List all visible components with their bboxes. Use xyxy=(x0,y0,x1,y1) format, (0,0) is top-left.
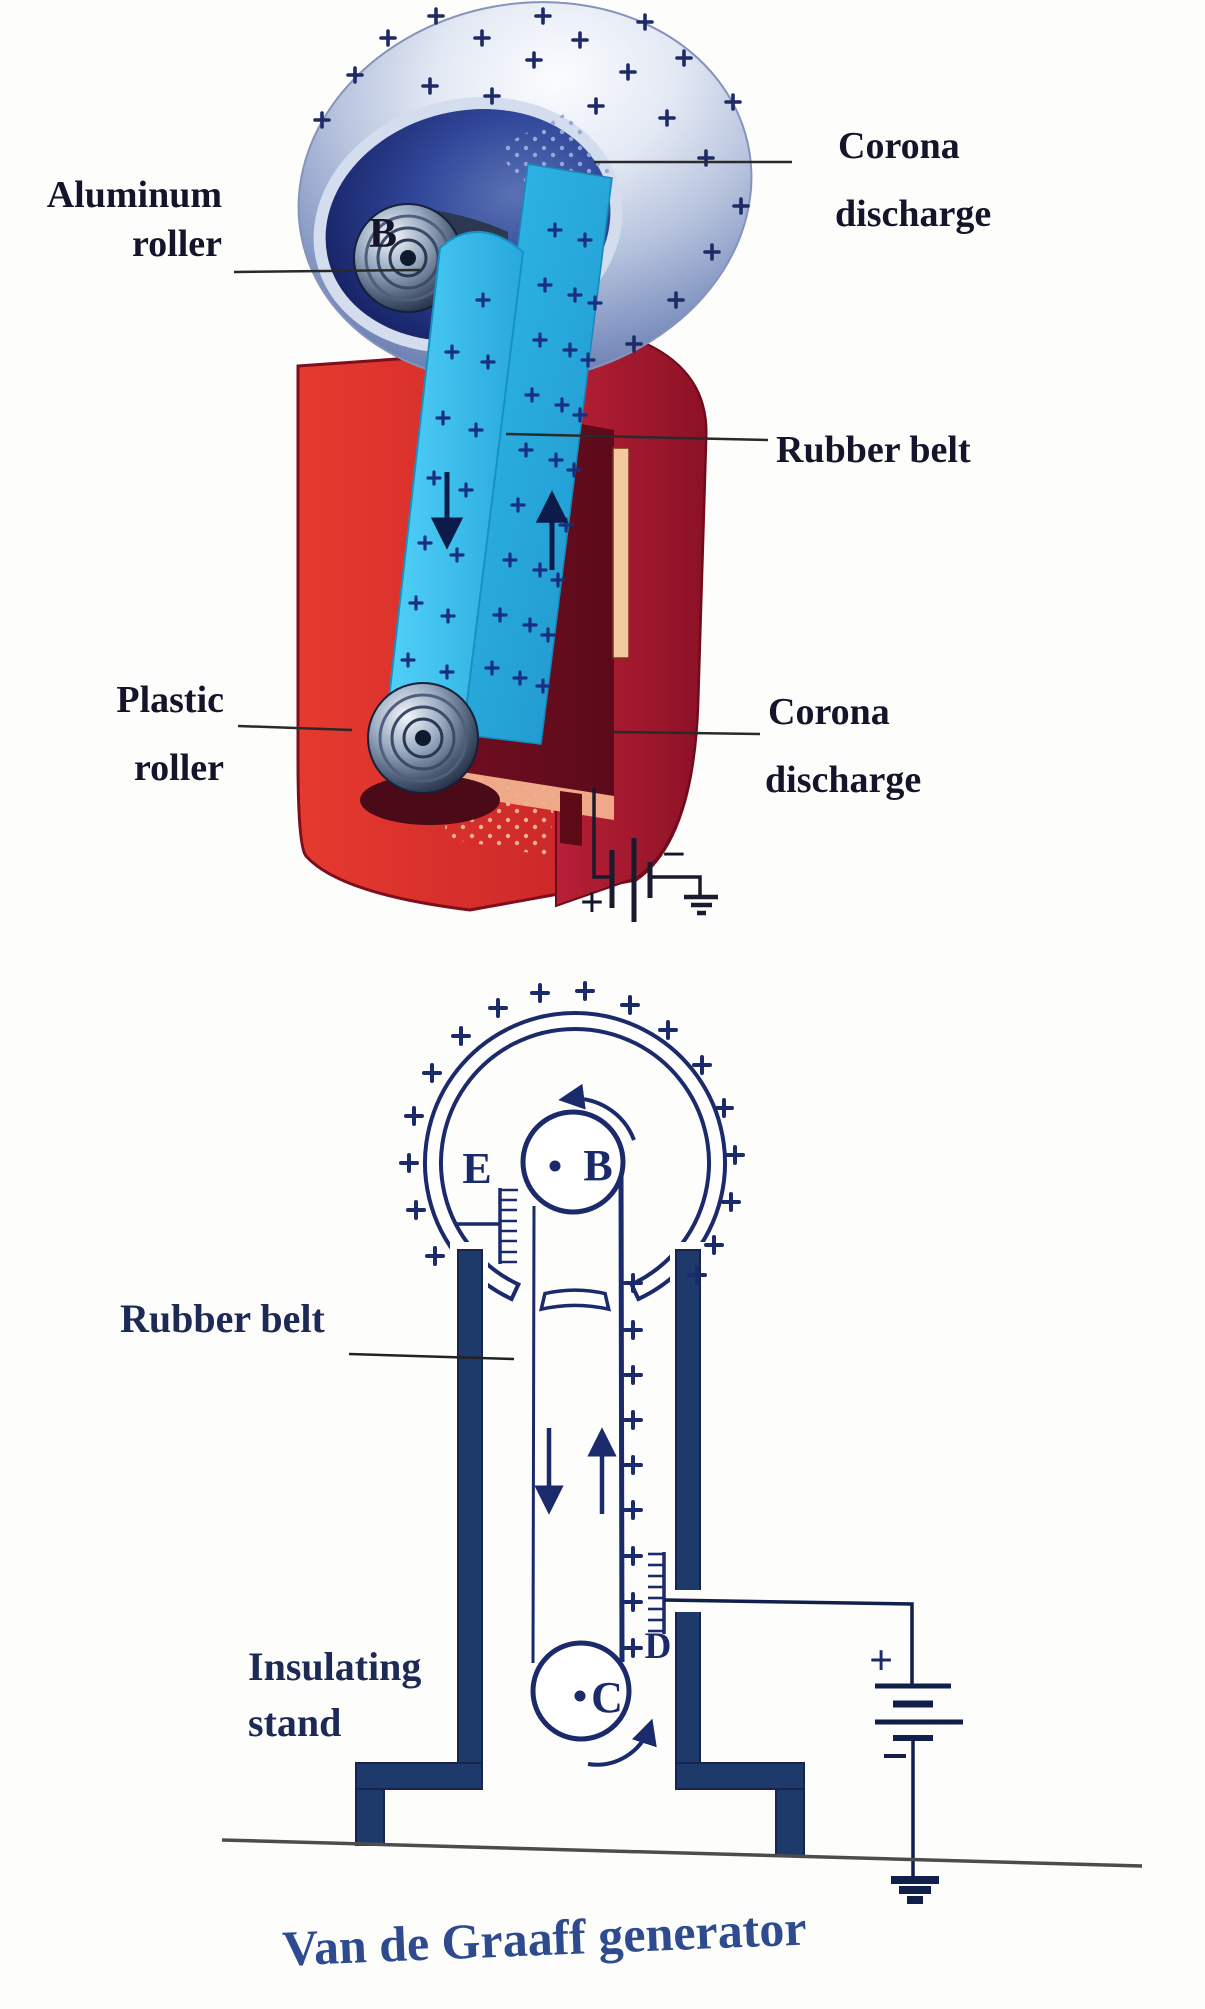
aluminum-roller-leader-line xyxy=(233,268,421,274)
plus-icon xyxy=(623,1592,643,1612)
plus-icon xyxy=(399,1153,419,1173)
base-line xyxy=(221,1838,1143,1868)
stand-left-foot xyxy=(355,1788,385,1846)
plus-icon xyxy=(379,29,397,47)
roller-b-axis-dot xyxy=(549,1160,561,1172)
plus-icon xyxy=(704,1235,724,1255)
corona-electrode-bar xyxy=(612,447,630,659)
belt-left-edge xyxy=(531,1205,536,1664)
comb-d xyxy=(648,1552,666,1634)
roller-ring xyxy=(388,238,428,278)
rubber-belt-label-fig2: Rubber belt xyxy=(120,1296,326,1341)
insulating-stand-label-line2: stand xyxy=(248,1700,341,1745)
plastic-roller-label-line1: Plastic xyxy=(116,679,224,721)
insulating-stand xyxy=(355,1249,805,1857)
corona-bottom-leader-line xyxy=(613,730,761,736)
battery-plus-sign: + xyxy=(580,880,604,926)
stand-right-foot xyxy=(775,1788,805,1857)
aluminum-roller-label-line2: roller xyxy=(132,223,222,265)
plastic-roller-shadow xyxy=(360,775,500,825)
plus-icon xyxy=(488,998,508,1018)
plus-icon xyxy=(658,1020,678,1040)
comb-e xyxy=(456,1188,518,1264)
plus-icon xyxy=(451,1026,471,1046)
figure1-cutaway-illustration: B xyxy=(47,1,991,926)
plus-icon xyxy=(422,1063,442,1083)
plus-icon xyxy=(575,981,595,1001)
plus-icon xyxy=(623,1410,643,1430)
corona-discharge-bottom-label-line2: discharge xyxy=(765,759,921,801)
plus-icon xyxy=(725,1145,745,1165)
plus-icon xyxy=(425,1246,445,1266)
dome-shell-bottom-segment xyxy=(538,1288,612,1312)
point-e-label: E xyxy=(462,1144,491,1193)
roller-axle xyxy=(415,730,431,746)
plus-icon xyxy=(623,1500,643,1520)
plus-icon xyxy=(721,1192,741,1212)
point-b-label: B xyxy=(583,1141,612,1190)
plus-icon xyxy=(692,1055,712,1075)
rubber-belt-leader-line xyxy=(505,432,769,442)
stand-right-column xyxy=(675,1249,701,1764)
stand-left-arm xyxy=(355,1762,483,1790)
plus-icon xyxy=(620,995,640,1015)
roller-c-axis-dot xyxy=(574,1690,586,1702)
rubber-belt-label-fig1: Rubber belt xyxy=(776,429,971,471)
roller-b xyxy=(520,1109,626,1215)
ground-icon xyxy=(891,1876,939,1904)
dome-shell xyxy=(423,1011,727,1302)
corona-discharge-top-label-line1: Corona xyxy=(838,125,960,167)
figure-caption: Van de Graaff generator xyxy=(281,1900,807,1977)
roller-ring xyxy=(390,705,456,771)
roller-b-rotation-arrow xyxy=(558,1083,636,1141)
insulating-stand-label-line1: Insulating xyxy=(248,1644,421,1689)
belt-and-rollers: B xyxy=(353,163,613,825)
rubber-belt-leader-line-fig2 xyxy=(348,1352,515,1361)
roller-c-rotation-arrow xyxy=(587,1718,657,1767)
plus-icon xyxy=(404,1106,424,1126)
charge-plus-signs-belt-fig2 xyxy=(623,1273,643,1658)
battery-minus-sign: − xyxy=(662,832,686,878)
aluminum-roller-label-line1: Aluminum xyxy=(47,174,222,216)
stand-right-arm xyxy=(675,1762,805,1790)
plus-icon xyxy=(623,1365,643,1385)
plus-icon xyxy=(623,1455,643,1475)
battery-wire xyxy=(592,788,612,879)
plus-icon xyxy=(530,983,550,1003)
comb-d-teeth xyxy=(648,1552,664,1633)
comb-d-wire xyxy=(663,1598,914,1684)
plus-icon xyxy=(623,1638,643,1658)
point-d-label: D xyxy=(645,1626,672,1667)
roller-ring xyxy=(378,693,468,783)
figure1-battery-circuit xyxy=(592,788,718,922)
housing-notch xyxy=(560,791,582,846)
plus-icon xyxy=(406,1200,426,1220)
plus-icon xyxy=(623,1546,643,1566)
corona-discharge-bottom-label-line1: Corona xyxy=(768,691,890,733)
figure2-schematic: B C E D xyxy=(120,981,1143,1904)
battery-plus-sign-fig2: + xyxy=(869,1638,893,1684)
roller-axle xyxy=(400,250,416,266)
belt-right-edge xyxy=(618,1164,625,1663)
figure1-leader-lines xyxy=(233,160,792,736)
plastic-roller-label-line2: roller xyxy=(134,747,224,789)
roller-b-marker: B xyxy=(369,211,397,257)
plastic-roller-leader-line xyxy=(237,724,353,732)
corona-discharge-top-label-line2: discharge xyxy=(835,193,991,235)
plus-icon xyxy=(623,1320,643,1340)
battery-wire-right xyxy=(650,875,702,896)
comb-e-teeth xyxy=(500,1188,518,1264)
figure2-battery-circuit xyxy=(663,1598,963,1878)
stand-left-column xyxy=(457,1249,483,1764)
roller-ring xyxy=(402,717,444,759)
point-c-label: C xyxy=(591,1673,623,1722)
